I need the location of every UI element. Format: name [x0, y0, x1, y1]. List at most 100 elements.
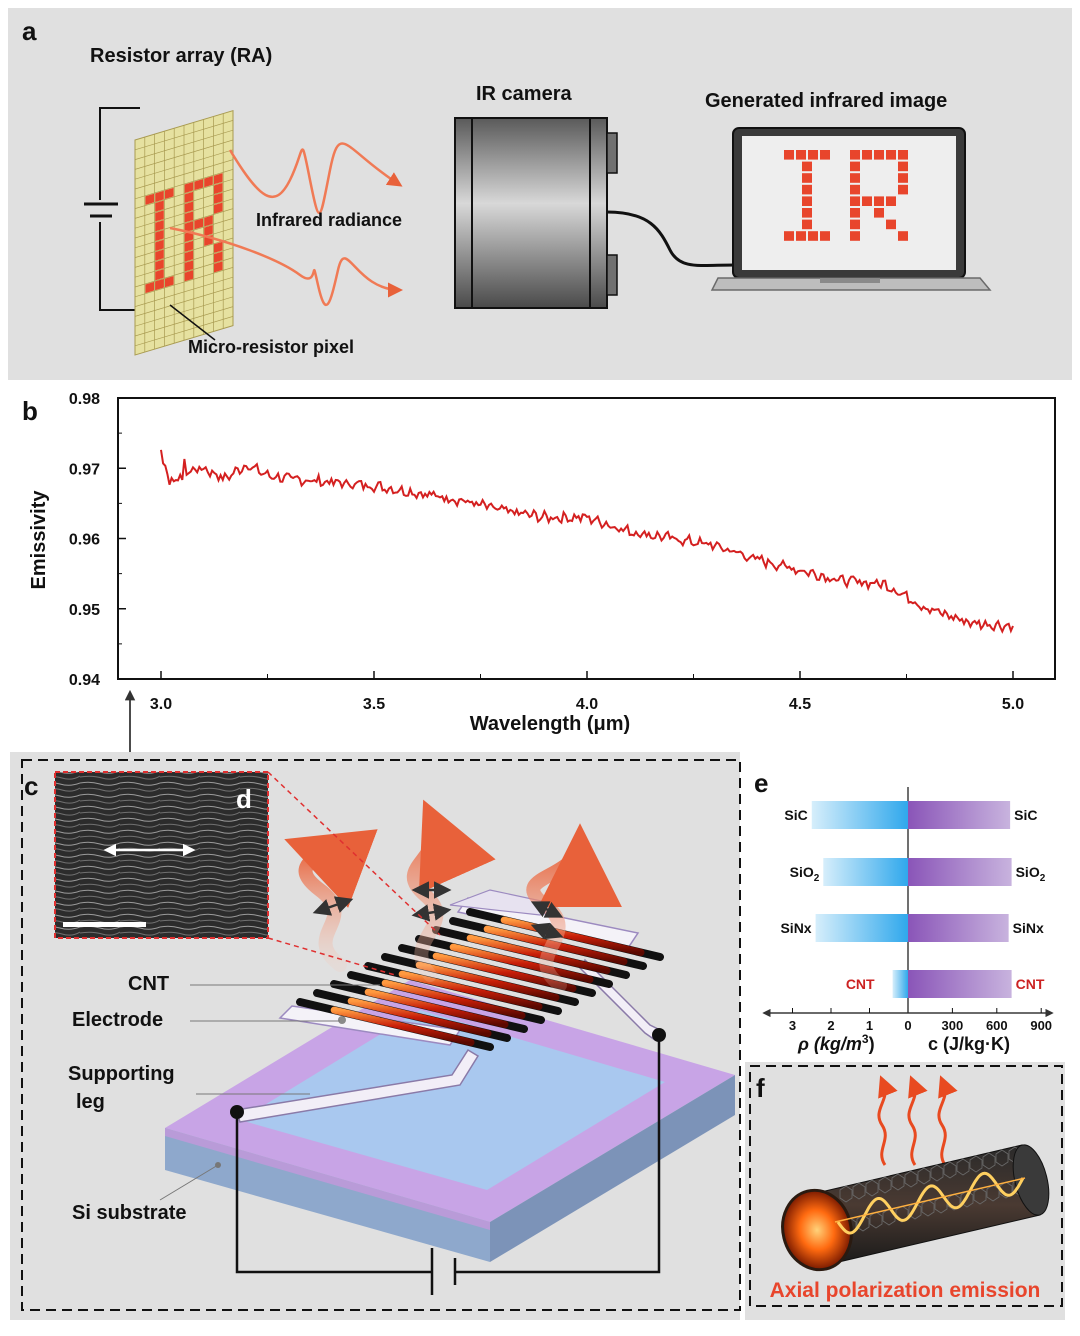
generated-image-label: Generated infrared image	[705, 90, 947, 112]
c-axis-label: c (J/kg·K)	[928, 1034, 1010, 1054]
lit-pixel	[204, 176, 213, 188]
ir-camera	[454, 117, 618, 309]
panel-f-letter: f	[756, 1073, 765, 1103]
rho-axis-label: ρ (kg/m3)	[797, 1032, 875, 1054]
rho-bar	[823, 858, 908, 886]
c-bar	[908, 801, 1011, 829]
panel-c-dashed-border	[21, 759, 741, 1311]
lit-pixel	[214, 261, 223, 273]
y-tick-label: 0.96	[69, 532, 100, 549]
lit-pixel	[898, 184, 908, 195]
x-axis-label: Wavelength (μm)	[470, 713, 630, 735]
lit-pixel	[784, 150, 794, 160]
lit-pixel	[155, 239, 164, 251]
cnt-label: CNT	[128, 973, 169, 995]
lit-pixel	[784, 231, 794, 241]
lit-pixel	[796, 231, 806, 241]
left-row-label: SiNx	[780, 920, 811, 936]
left-row-label: CNT	[846, 976, 875, 992]
lit-pixel	[820, 150, 830, 160]
lit-pixel	[184, 211, 194, 223]
cnt-strand-glow	[347, 997, 492, 1037]
lit-pixel	[184, 191, 194, 203]
c-tick: 600	[986, 1018, 1008, 1033]
right-row-label: SiO2	[1016, 864, 1046, 884]
lit-pixel	[886, 219, 896, 230]
lit-pixel	[165, 187, 174, 200]
lit-pixel	[155, 278, 164, 291]
lit-pixel	[862, 196, 872, 206]
cnt-strand-glow	[466, 934, 611, 974]
right-row-label: CNT	[1016, 976, 1045, 992]
radiance-wave-upper	[228, 142, 403, 215]
lit-pixel	[214, 241, 223, 253]
lit-pixel	[204, 225, 213, 237]
panel-b-background	[8, 385, 1072, 747]
emission-arrows-f	[877, 1075, 958, 1166]
y-axis-label: Emissivity	[28, 490, 50, 590]
lit-pixel	[874, 196, 884, 206]
battery-circuit	[84, 107, 140, 311]
panel-d: d	[54, 771, 441, 976]
lit-pixel	[214, 202, 223, 214]
lit-pixel	[808, 150, 818, 160]
rho-tick: 3	[789, 1018, 796, 1033]
supporting-label: Supporting	[68, 1063, 175, 1085]
cnt-strand-glow	[364, 988, 509, 1028]
lit-pixel	[155, 210, 164, 222]
emission-waves	[284, 799, 622, 992]
rho-bar	[892, 970, 908, 998]
cnt-strand-glow	[381, 979, 526, 1019]
rho-tick: 2	[827, 1018, 834, 1033]
lit-pixel	[184, 221, 194, 233]
lit-pixel	[898, 150, 908, 160]
rho-tick: 1	[866, 1018, 873, 1033]
lit-pixel	[214, 251, 223, 263]
lit-pixel	[214, 192, 223, 204]
panel-b-letter: b	[22, 396, 38, 426]
lit-pixel	[874, 208, 884, 218]
lit-pixel	[802, 196, 812, 206]
y-tick-label: 0.97	[69, 461, 100, 478]
lit-pixel	[802, 208, 812, 218]
lit-pixel	[155, 269, 164, 281]
lit-pixel	[155, 259, 164, 271]
lit-pixel	[850, 184, 860, 195]
x-tick-label: 3.5	[363, 696, 385, 713]
laptop	[710, 127, 992, 291]
lit-pixel	[802, 219, 812, 230]
lit-pixel	[862, 150, 872, 160]
lit-pixel	[184, 270, 194, 282]
lit-pixel	[184, 260, 194, 272]
pixel-leader-line	[169, 304, 216, 341]
cnt-strand-glow	[449, 943, 594, 983]
c-bar	[908, 970, 1012, 998]
lit-pixel	[850, 231, 860, 241]
axial-polarization-caption: Axial polarization emission	[770, 1279, 1041, 1302]
lit-pixel	[808, 231, 818, 241]
rho-tick: 0	[904, 1018, 911, 1033]
x-tick-label: 4.0	[576, 696, 598, 713]
c-bar	[908, 858, 1012, 886]
si-substrate-label: Si substrate	[72, 1202, 186, 1224]
external-circuit	[235, 1035, 661, 1295]
lit-pixel	[850, 161, 860, 172]
x-tick-label: 4.5	[789, 696, 811, 713]
rho-bar	[811, 801, 908, 829]
lit-pixel	[898, 161, 908, 172]
lit-pixel	[874, 150, 884, 160]
substrate-leader	[159, 1164, 219, 1201]
lit-pixel	[145, 281, 154, 294]
panel-a: a Resistor array (RA) Infrared radiance …	[8, 8, 1072, 380]
lit-pixel	[165, 276, 174, 288]
right-row-label: SiNx	[1013, 920, 1044, 936]
c-tick: 900	[1030, 1018, 1052, 1033]
right-row-label: SiC	[1014, 807, 1037, 823]
c-tick: 300	[942, 1018, 964, 1033]
emissivity-series-line	[160, 449, 1014, 634]
leg-label: leg	[76, 1091, 105, 1113]
lit-pixel	[850, 173, 860, 183]
panel-e-letter: e	[754, 768, 768, 798]
